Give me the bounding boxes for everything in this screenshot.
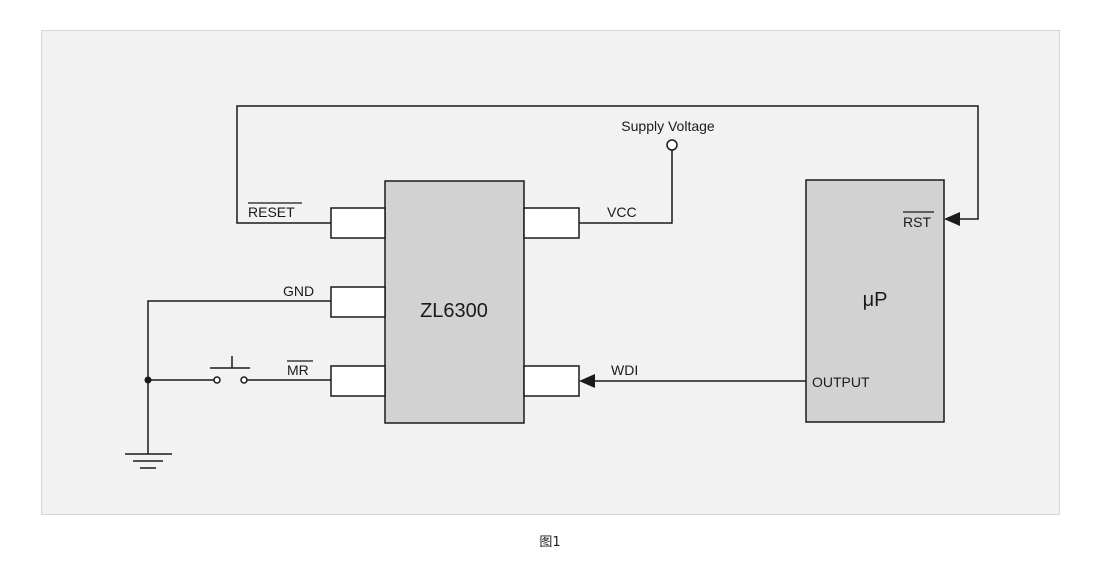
- rst-arrow-icon: [944, 212, 960, 226]
- reset-label: RESET: [248, 204, 295, 220]
- figure-caption: 图1: [539, 535, 561, 550]
- gnd-pin: [330, 286, 386, 318]
- ground-symbol-icon: [125, 453, 172, 469]
- vcc-supply-wire: [579, 150, 673, 224]
- reset-to-rst-wire: [236, 105, 979, 224]
- microprocessor-label: μP: [863, 289, 888, 311]
- push-button-switch-icon: [210, 356, 250, 384]
- microprocessor-body: [805, 179, 945, 423]
- mr-pin: [330, 365, 386, 397]
- reset-pin: [330, 207, 386, 239]
- gnd-label: GND: [283, 283, 314, 299]
- zl6300-chip-body: [384, 180, 525, 424]
- supply-terminal-icon: [666, 139, 678, 151]
- supply-voltage-label: Supply Voltage: [621, 118, 715, 134]
- wdi-arrow-icon: [579, 374, 595, 388]
- output-label: OUTPUT: [812, 374, 870, 390]
- vcc-pin: [523, 207, 580, 239]
- wdi-label: WDI: [611, 362, 638, 378]
- gnd-wire: [147, 300, 331, 454]
- vcc-label: VCC: [607, 204, 637, 220]
- zl6300-label: ZL6300: [420, 300, 488, 322]
- wdi-pin: [523, 365, 580, 397]
- rst-label: RST: [903, 214, 931, 230]
- mr-label: MR: [287, 362, 309, 378]
- schematic-diagram: ZL6300 μP Supply Voltage RESET GND MR VC…: [125, 105, 979, 469]
